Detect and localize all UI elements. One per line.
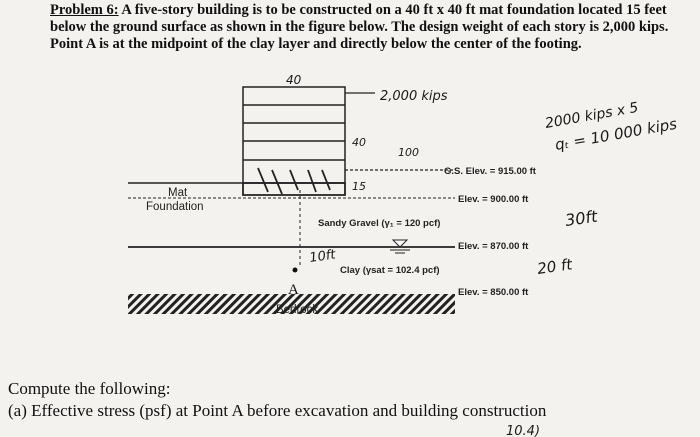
- problem-statement: Problem 6: A five-story building is to b…: [50, 2, 695, 53]
- clay-label: Clay (γsat = 102.4 pcf): [340, 265, 440, 276]
- point-a-label: A: [288, 282, 299, 298]
- hand-bottom-scrawl: 10.4): [506, 424, 540, 437]
- foundation-label: Foundation: [146, 201, 204, 213]
- hand-h10: 10ft: [308, 247, 337, 266]
- bedrock-label: Bedrock: [276, 304, 318, 316]
- hand-h30: 30ft: [564, 207, 599, 230]
- sandy-gravel-label: Sandy Gravel (γ₁ = 120 pcf): [318, 218, 440, 229]
- elevation-900: Elev. = 900.00 ft: [458, 194, 529, 205]
- mat-label: Mat: [168, 187, 188, 199]
- hand-inner-100: 100: [398, 146, 419, 159]
- bedrock-hatch: [128, 294, 455, 314]
- compute-item-a: (a) Effective stress (psf) at Point A be…: [8, 401, 547, 420]
- elevation-870: Elev. = 870.00 ft: [458, 241, 529, 252]
- hand-width-40: 40: [286, 73, 302, 87]
- compute-heading: Compute the following:: [8, 379, 171, 398]
- elevation-850: Elev. = 850.00 ft: [458, 287, 529, 298]
- hand-h20: 20 ft: [536, 255, 574, 278]
- hand-depth-15: 15: [352, 180, 366, 193]
- problem-number: Problem 6:: [50, 2, 119, 18]
- point-a-marker: [292, 267, 298, 273]
- problem-text: A five-story building is to be construct…: [50, 2, 669, 52]
- soil-profile: [128, 169, 455, 265]
- hand-load: 2,000 kips: [380, 89, 448, 104]
- gs-elevation: G.S. Elev. = 915.00 ft: [444, 166, 537, 177]
- hand-inner-40: 40: [352, 136, 366, 149]
- compute-section: Compute the following: (a) Effective str…: [8, 378, 546, 422]
- mat-slab: [242, 167, 346, 196]
